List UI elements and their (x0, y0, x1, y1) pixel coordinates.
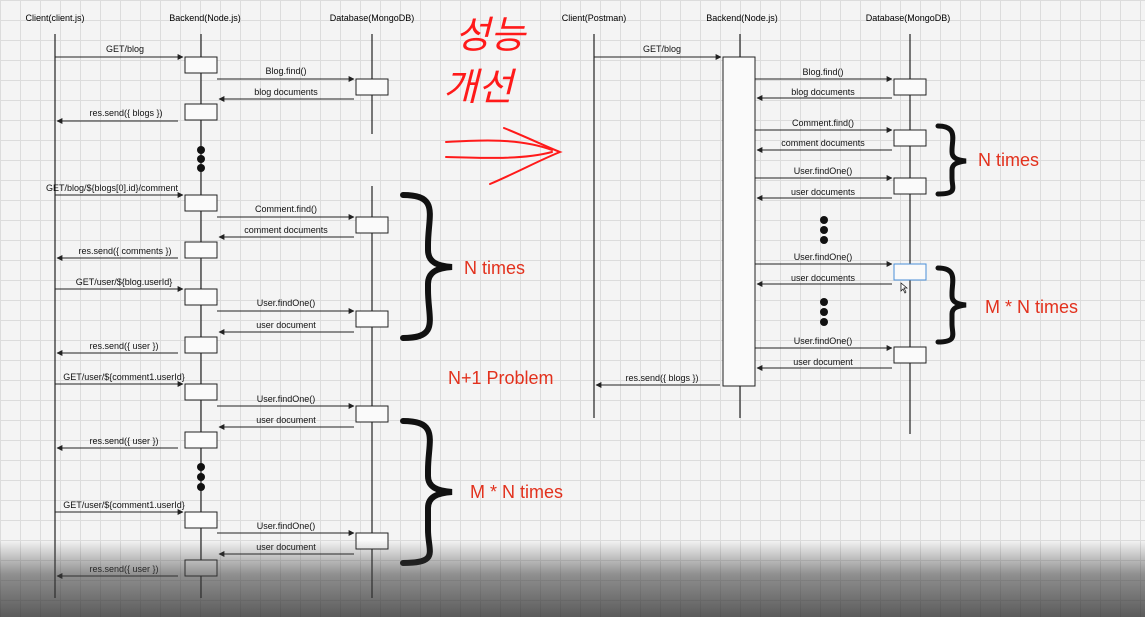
activation-box (355, 532, 389, 550)
participant-database: Database(MongoDB) (866, 13, 951, 23)
message-label: GET/blog (643, 44, 681, 54)
activation-box (184, 383, 218, 401)
participant-client: Client(client.js) (25, 13, 84, 23)
activation-box (184, 241, 218, 259)
activation-box (893, 346, 927, 364)
ellipsis-dot (197, 146, 205, 154)
arrow-icon (445, 127, 563, 185)
message-label: GET/blog (106, 44, 144, 54)
message-label: comment documents (244, 225, 328, 235)
curly-brace (935, 123, 967, 197)
message-label: User.findOne() (794, 336, 853, 346)
ellipsis-dot (820, 308, 828, 316)
mouse-cursor-icon (900, 282, 908, 294)
activation-box (184, 559, 218, 577)
ellipsis-dot (820, 226, 828, 234)
activation-box (184, 336, 218, 354)
message-label: Comment.find() (792, 118, 854, 128)
curly-brace (935, 265, 967, 345)
message-label: User.findOne() (794, 166, 853, 176)
handwriting-improvement: 개선 (443, 67, 517, 109)
activation-box (355, 216, 389, 234)
activation-box (355, 310, 389, 328)
message-label: user document (256, 542, 316, 552)
activation-box (893, 177, 927, 195)
activation-box (355, 78, 389, 96)
participant-backend: Backend(Node.js) (706, 13, 778, 23)
message-label: res.send({ comments }) (78, 246, 171, 256)
message-label: User.findOne() (794, 252, 853, 262)
participant-client: Client(Postman) (562, 13, 627, 23)
message-label: GET/user/${comment1.userId} (63, 500, 185, 510)
activation-box (355, 405, 389, 423)
message-label: res.send({ blogs }) (625, 373, 698, 383)
activation-box (184, 103, 218, 121)
message-label: User.findOne() (257, 521, 316, 531)
handwritten-annotation: 성능 개선 (443, 15, 563, 185)
ellipsis-dot (197, 164, 205, 172)
activation-box (184, 431, 218, 449)
message-label: user document (793, 357, 853, 367)
activation-box (184, 194, 218, 212)
ellipsis-dot (197, 483, 205, 491)
ellipsis-dot (197, 155, 205, 163)
message-label: res.send({ user }) (89, 436, 158, 446)
note-n-plus-1-problem: N+1 Problem (448, 368, 554, 388)
activation-box (184, 288, 218, 306)
message-label: user documents (791, 273, 856, 283)
message-label: GET/blog/${blogs[0].id}/comment (46, 183, 179, 193)
activation-box (184, 511, 218, 529)
activation-box (893, 129, 927, 147)
curly-brace (400, 192, 453, 341)
message-label: res.send({ blogs }) (89, 108, 162, 118)
note-m-n-times: M * N times (985, 297, 1078, 317)
message-label: blog documents (791, 87, 855, 97)
note-n-times: N times (464, 258, 525, 278)
right-diagram: Client(Postman) Backend(Node.js) Databas… (562, 13, 1078, 434)
activation-box-selected[interactable] (893, 263, 927, 281)
message-label: User.findOne() (257, 394, 316, 404)
ellipsis-dot (197, 473, 205, 481)
message-label: GET/user/${comment1.userId} (63, 372, 185, 382)
message-label: user document (256, 415, 316, 425)
curly-brace (400, 418, 453, 566)
left-diagram: Client(client.js) Backend(Node.js) Datab… (25, 13, 563, 598)
message-label: user document (256, 320, 316, 330)
message-label: Comment.find() (255, 204, 317, 214)
participant-backend: Backend(Node.js) (169, 13, 241, 23)
message-label: res.send({ user }) (89, 341, 158, 351)
note-m-n-times: M * N times (470, 482, 563, 502)
ellipsis-dot (820, 216, 828, 224)
message-label: Blog.find() (802, 67, 843, 77)
ellipsis-dot (820, 236, 828, 244)
note-n-times: N times (978, 150, 1039, 170)
message-label: blog documents (254, 87, 318, 97)
message-label: comment documents (781, 138, 865, 148)
participant-database: Database(MongoDB) (330, 13, 415, 23)
handwriting-performance: 성능 (455, 15, 527, 57)
activation-box (893, 78, 927, 96)
ellipsis-dot (820, 318, 828, 326)
message-label: user documents (791, 187, 856, 197)
message-label: Blog.find() (265, 66, 306, 76)
ellipsis-dot (820, 298, 828, 306)
activation-box (184, 56, 218, 74)
message-label: User.findOne() (257, 298, 316, 308)
ellipsis-dot (197, 463, 205, 471)
message-label: GET/user/${blog.userId} (76, 277, 173, 287)
activation-box (722, 56, 756, 387)
message-label: res.send({ user }) (89, 564, 158, 574)
